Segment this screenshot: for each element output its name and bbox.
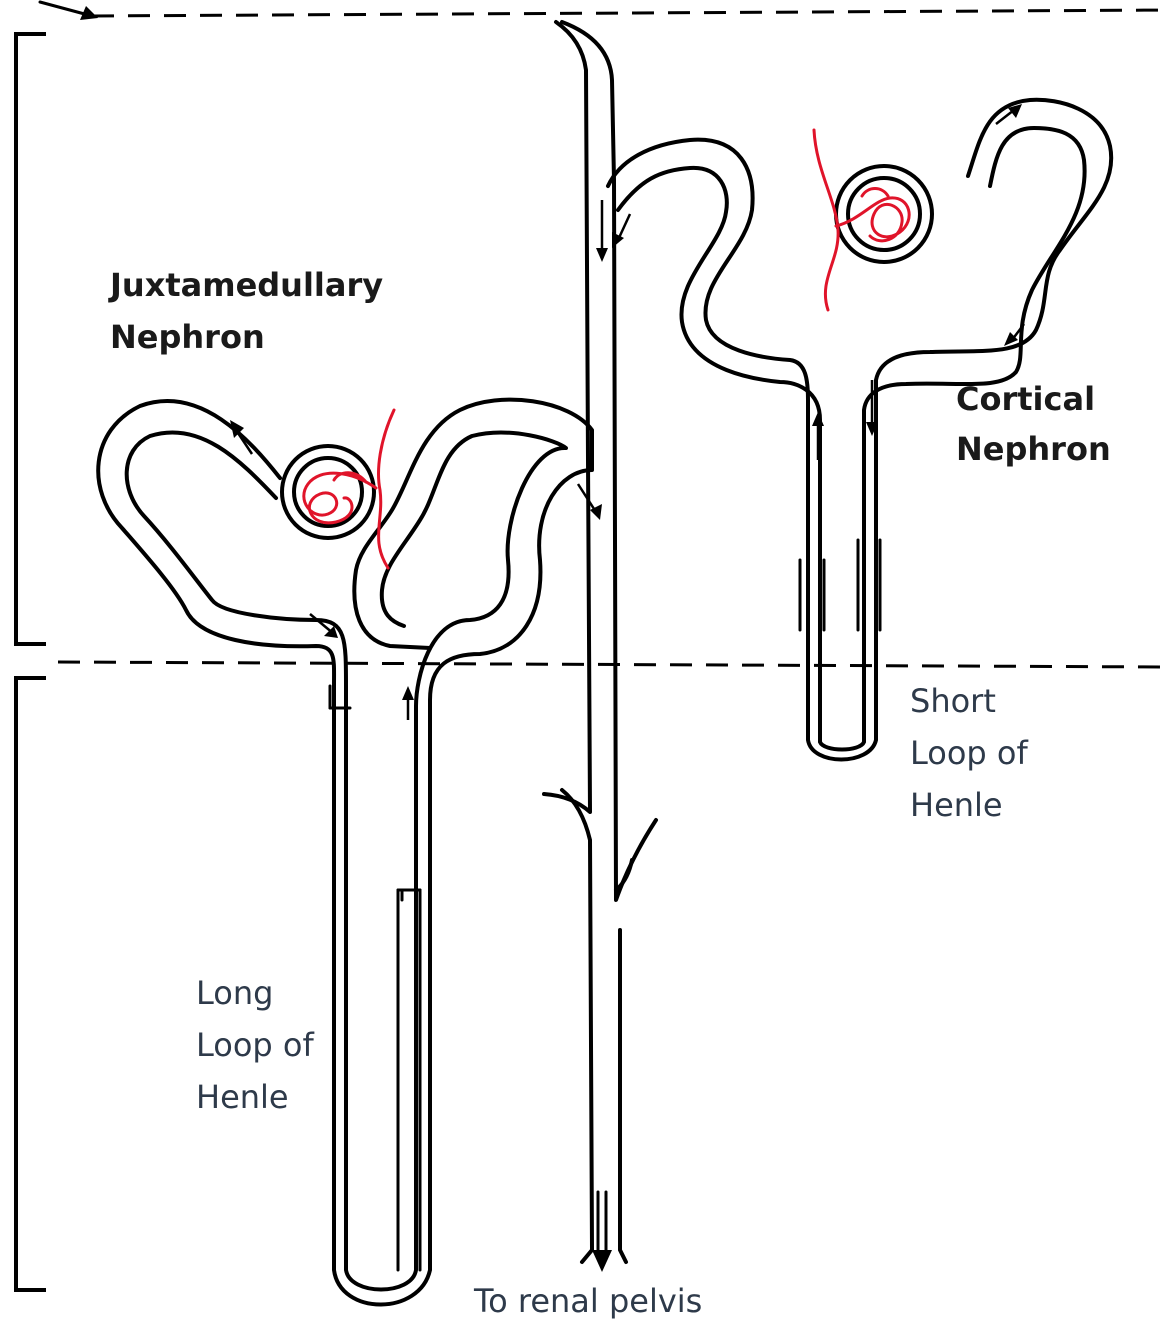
- short-loop-label-line2: Loop of: [910, 734, 1028, 772]
- short-loop-label-line3: Henle: [910, 786, 1003, 824]
- pointer-arrow: [40, 2, 98, 20]
- cortical-label-line2: Nephron: [956, 430, 1111, 468]
- juxtamedullary-nephron: [98, 400, 602, 1305]
- capsule-boundary-line: [92, 10, 1170, 16]
- long-loop-label-line3: Henle: [196, 1078, 289, 1116]
- medulla-bracket: [16, 678, 46, 1290]
- renal-pelvis-label: To renal pelvis: [473, 1282, 702, 1320]
- collecting-duct: [544, 22, 656, 1272]
- glomerulus-capillary-left: [304, 410, 394, 568]
- cortical-label-line1: Cortical: [956, 380, 1095, 418]
- juxtamedullary-label-line2: Nephron: [110, 318, 265, 356]
- long-loop-label-line1: Long: [196, 974, 273, 1012]
- glomerulus-capillary-right: [814, 130, 909, 310]
- long-loop-label-line2: Loop of: [196, 1026, 314, 1064]
- short-loop-label-line1: Short: [910, 682, 996, 720]
- cortex-bracket: [16, 34, 46, 644]
- juxtamedullary-label-line1: Juxtamedullary: [108, 266, 383, 304]
